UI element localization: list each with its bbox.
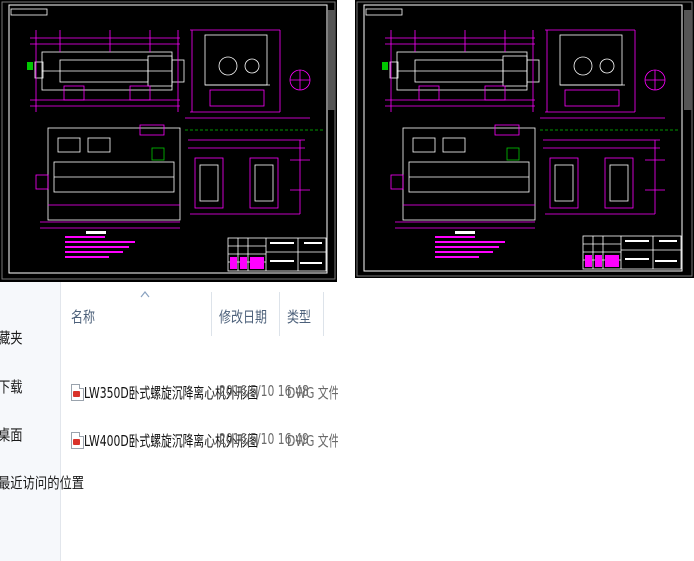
file-name: LW400D卧式螺旋沉降离心机外形图 (84, 432, 259, 450)
dwg-file-icon (71, 432, 84, 449)
file-list: 名称 修改日期 类型 LW350D卧式螺旋沉降离心机外形图 2016/5/10 … (61, 282, 338, 561)
cad-drawing-left (1, 1, 336, 280)
dwg-file-icon (71, 384, 84, 401)
file-name: LW350D卧式螺旋沉降离心机外形图 (84, 384, 259, 402)
file-date: 2016/5/10 16:49 (219, 430, 309, 448)
cad-drawing-right (356, 1, 693, 277)
nav-item-downloads[interactable]: 下载 (0, 378, 23, 396)
nav-item-desktop[interactable]: 桌面 (0, 426, 23, 444)
file-type: DWG 文件 (287, 432, 338, 450)
nav-item-favorites[interactable]: 藏夹 (0, 329, 23, 347)
column-header-date[interactable]: 修改日期 (219, 308, 268, 326)
nav-item-recent-places[interactable]: 最近访问的位置 (0, 474, 85, 492)
file-explorer: 藏夹 下载 桌面 最近访问的位置 名称 修改日期 类型 LW350D卧式螺旋沉降… (0, 282, 338, 561)
column-header-type[interactable]: 类型 (287, 308, 312, 326)
column-divider[interactable] (279, 292, 280, 336)
column-divider[interactable] (323, 292, 324, 336)
column-divider[interactable] (211, 292, 212, 336)
file-type: DWG 文件 (287, 384, 338, 402)
column-header-name[interactable]: 名称 (71, 308, 96, 326)
cad-viewport-left[interactable] (0, 0, 337, 282)
sort-ascending-icon (140, 291, 150, 298)
navigation-pane: 藏夹 下载 桌面 最近访问的位置 (0, 282, 84, 561)
file-row[interactable]: LW400D卧式螺旋沉降离心机外形图 2016/5/10 16:49 DWG 文… (61, 428, 338, 456)
file-row[interactable]: LW350D卧式螺旋沉降离心机外形图 2016/5/10 16:48 DWG 文… (61, 380, 338, 408)
file-date: 2016/5/10 16:48 (219, 382, 309, 400)
cad-viewport-right[interactable] (355, 0, 694, 278)
